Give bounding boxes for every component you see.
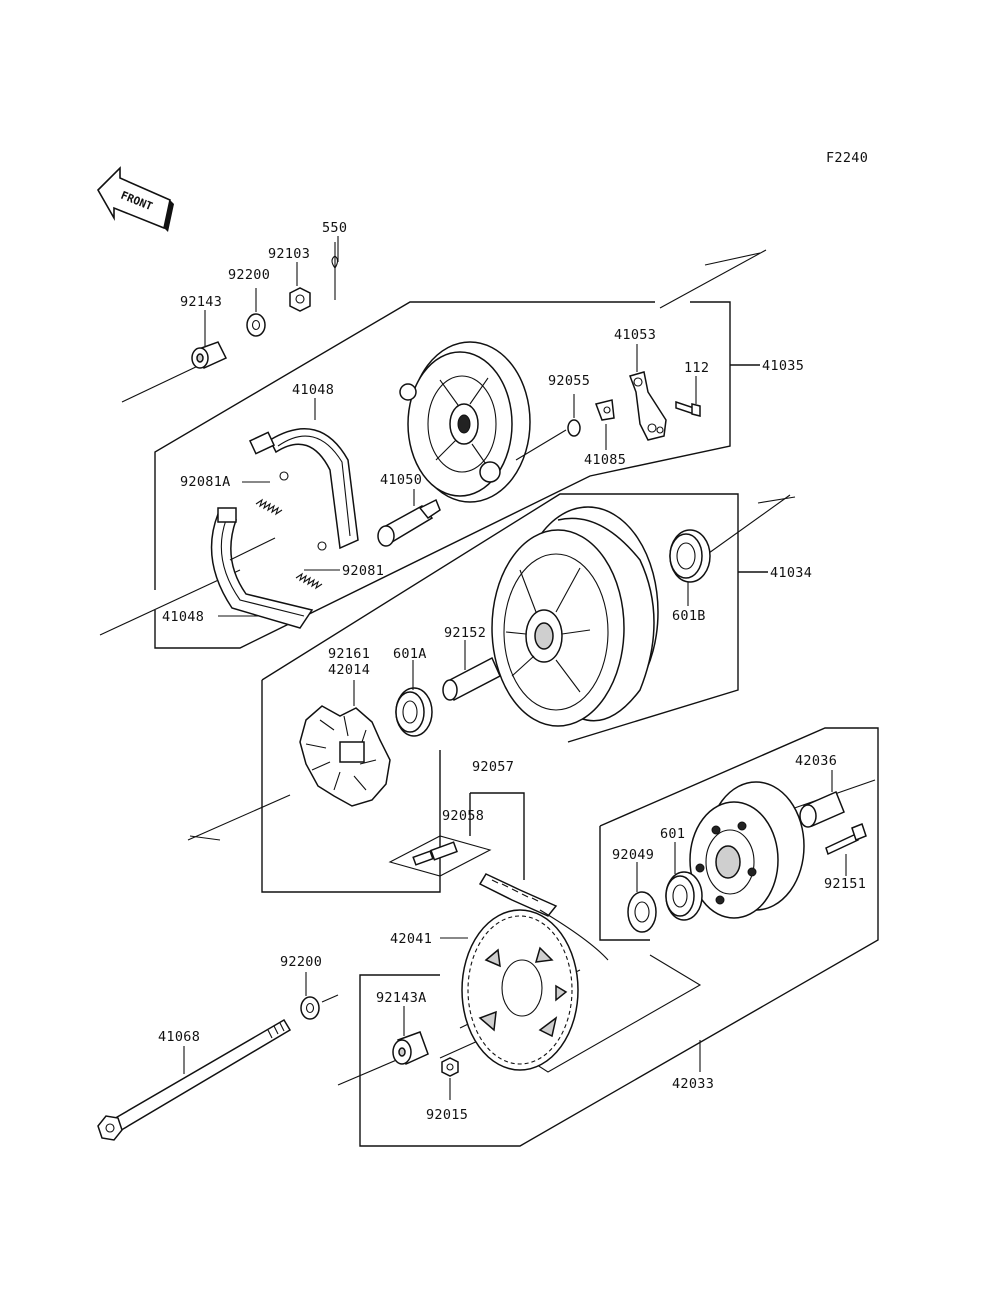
label-92057: 92057	[472, 759, 514, 775]
wear-indicator-part	[595, 399, 615, 421]
spring-92081A-part	[255, 471, 289, 516]
master-link-part	[388, 835, 492, 877]
label-41035: 41035	[762, 358, 804, 374]
label-92015: 92015	[426, 1107, 468, 1123]
label-42041: 42041	[390, 931, 432, 947]
bolt-part	[675, 400, 701, 417]
label-92143: 92143	[180, 294, 222, 310]
washer-part	[246, 313, 266, 337]
axle-part	[97, 1018, 292, 1141]
chain-part	[478, 873, 609, 961]
brake-camshaft-part	[377, 498, 441, 547]
brake-shoe-lower-part	[210, 507, 314, 629]
label-92161: 92161	[328, 646, 370, 662]
sprocket-nut-part	[441, 1057, 459, 1077]
brake-panel-part	[399, 341, 531, 503]
wheel-group	[187, 493, 796, 893]
label-601: 601	[660, 826, 685, 842]
collar-42036-part	[799, 791, 845, 828]
label-92049: 92049	[612, 847, 654, 863]
label-92103: 92103	[268, 246, 310, 262]
label-92081: 92081	[342, 563, 384, 579]
label-42014: 42014	[328, 662, 370, 678]
label-42033: 42033	[672, 1076, 714, 1092]
label-92058: 92058	[442, 808, 484, 824]
label-41034: 41034	[770, 565, 812, 581]
bearing-601A-part	[395, 687, 433, 737]
label-41048-top: 41048	[292, 382, 334, 398]
wheel-rim-part	[491, 506, 659, 727]
label-92081A: 92081A	[180, 474, 231, 490]
label-41053: 41053	[614, 327, 656, 343]
castle-nut-part	[289, 287, 311, 312]
washer-bottom-part	[300, 996, 320, 1020]
label-92152: 92152	[444, 625, 486, 641]
label-550: 550	[322, 220, 347, 236]
label-92143A: 92143A	[376, 990, 427, 1006]
collar-part	[191, 341, 228, 369]
label-42036: 42036	[795, 753, 837, 769]
label-41050: 41050	[380, 472, 422, 488]
bearing-601-part	[665, 871, 703, 921]
brake-shoe-upper-part	[248, 428, 359, 550]
label-92055: 92055	[548, 373, 590, 389]
brake-cam-lever-part	[629, 371, 667, 441]
coupling-hub-part	[689, 781, 805, 919]
label-41048-bottom: 41048	[162, 609, 204, 625]
label-601B: 601B	[672, 608, 706, 624]
collar-92143A-part	[392, 1031, 429, 1066]
figure-code: F2240	[826, 150, 868, 166]
label-92151: 92151	[824, 876, 866, 892]
part-labels: 550 92103 92200 92143 41048 92081A 41050…	[158, 220, 866, 1123]
front-arrow-icon: FRONT	[97, 166, 174, 232]
label-601A: 601A	[393, 646, 427, 662]
oil-seal-part	[627, 891, 657, 933]
spacer-92152-part	[442, 656, 501, 702]
label-92200-bottom: 92200	[280, 954, 322, 970]
o-ring-part	[567, 419, 581, 437]
label-41068: 41068	[158, 1029, 200, 1045]
sprocket-part	[461, 909, 579, 1071]
label-112: 112	[684, 360, 709, 376]
label-41085: 41085	[584, 452, 626, 468]
label-92200-top: 92200	[228, 267, 270, 283]
bearing-601B-part	[669, 529, 711, 583]
hub-damper-part	[299, 705, 391, 807]
hub-bolt-part	[825, 823, 867, 856]
sprocket-hub-group	[337, 727, 879, 1147]
brake-panel-group	[99, 236, 767, 649]
spring-92081-part	[295, 541, 327, 590]
